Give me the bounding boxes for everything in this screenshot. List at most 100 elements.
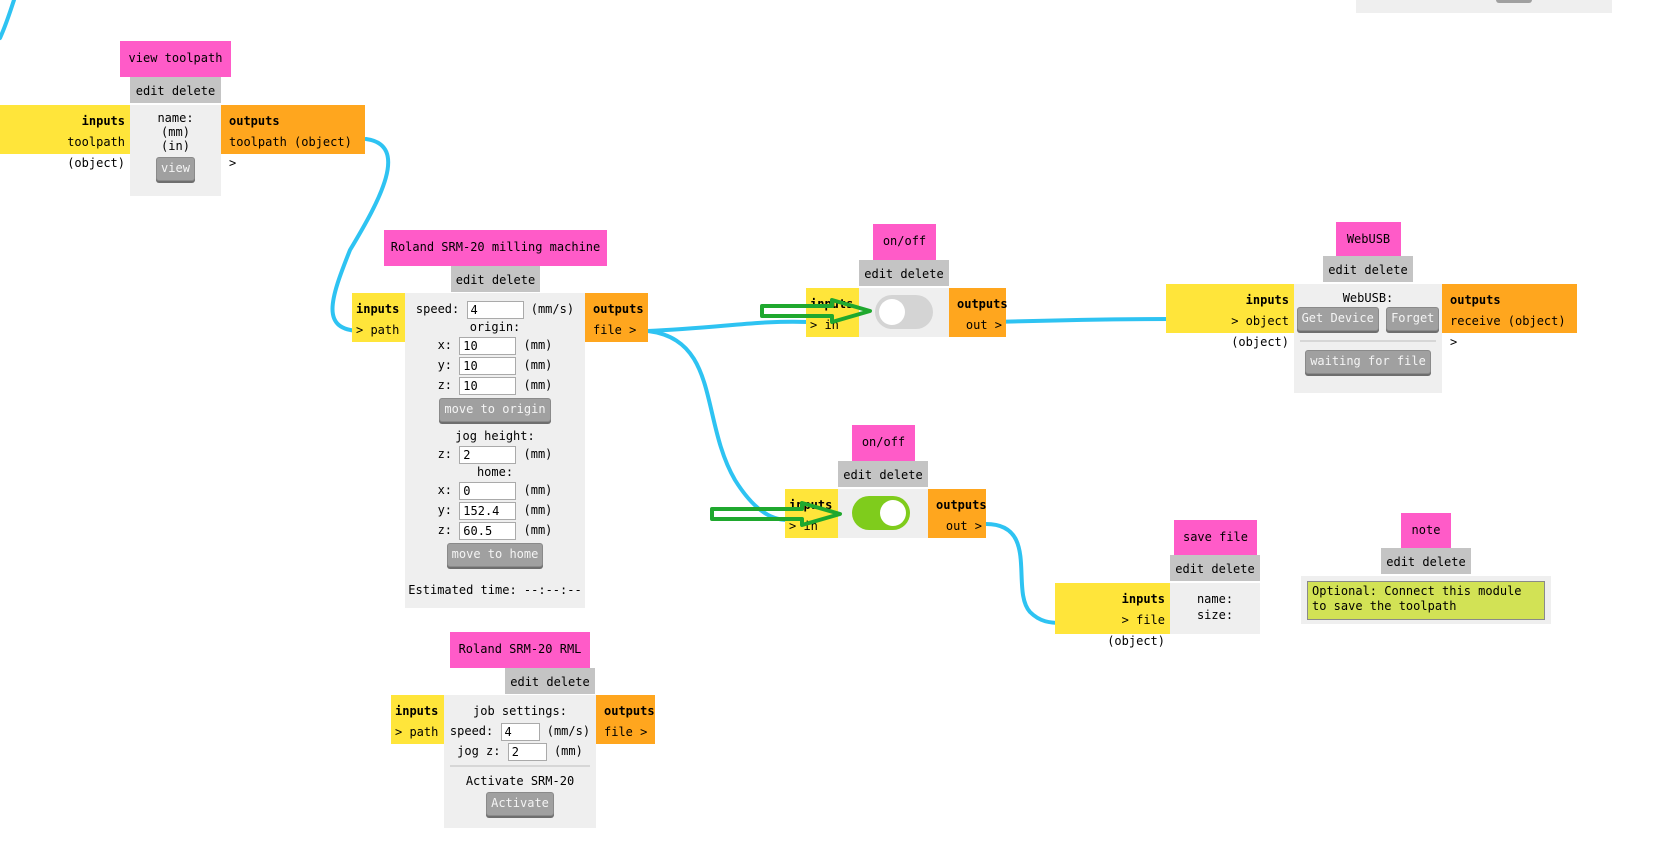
name-label: name: <box>1196 592 1234 606</box>
wire-top-left <box>0 0 16 40</box>
edit-delete-bar[interactable]: edit delete <box>859 260 949 286</box>
module-body: WebUSB: Get Device Forget waiting for fi… <box>1294 284 1442 393</box>
mm-unit: (mm) <box>523 378 553 392</box>
module-body: Optional: Connect this module to save th… <box>1301 576 1551 624</box>
origin-y-label: y: <box>437 358 453 372</box>
inputs-label: inputs <box>81 114 125 128</box>
module-title[interactable]: Roland SRM-20 milling machine <box>384 230 607 266</box>
inputs-panel: inputs > object (object) <box>1166 284 1294 349</box>
module-title[interactable]: on/off <box>873 224 936 260</box>
jog-z-input[interactable]: 2 <box>459 445 517 464</box>
inputs-label: inputs <box>1245 293 1289 307</box>
edit-delete-bar[interactable]: edit delete <box>1323 256 1413 282</box>
output-port-out[interactable]: out > <box>945 519 982 533</box>
speed-unit: (mm/s) <box>546 724 591 738</box>
outputs-label: outputs <box>593 302 644 316</box>
input-port-path[interactable]: > path <box>395 725 439 739</box>
module-body: name: size: <box>1170 583 1260 634</box>
module-title[interactable]: save file <box>1174 520 1257 556</box>
name-label: name: <box>157 111 194 125</box>
toggle-knob <box>879 299 905 325</box>
input-port-file[interactable]: > file (object) <box>1107 613 1165 648</box>
note-textarea[interactable]: Optional: Connect this module to save th… <box>1307 581 1545 620</box>
activate-button[interactable]: Activate <box>486 792 554 816</box>
outputs-label: outputs <box>957 297 1008 311</box>
speed-label: speed: <box>449 724 494 738</box>
module-title[interactable]: note <box>1401 513 1451 549</box>
module-body: job settings: speed: 4 (mm/s) jog z: 2 (… <box>444 695 596 828</box>
outputs-label: outputs <box>229 114 280 128</box>
jog-unit: (mm) <box>553 744 583 758</box>
mm-unit: (mm) <box>523 523 553 537</box>
module-title[interactable]: WebUSB <box>1336 222 1401 258</box>
jog-z-label: jog z: <box>457 744 501 758</box>
output-port-receive[interactable]: receive (object) > <box>1450 314 1566 349</box>
input-port-path[interactable]: > path <box>356 323 400 337</box>
edit-delete-bar[interactable]: edit delete <box>1170 555 1260 581</box>
origin-x-input[interactable]: 10 <box>459 336 517 355</box>
get-device-button[interactable]: Get Device <box>1296 307 1379 331</box>
toggle-switch[interactable] <box>875 295 933 329</box>
outputs-label: outputs <box>936 498 987 512</box>
edit-delete-bar[interactable]: edit delete <box>130 77 221 103</box>
edit-delete-bar[interactable]: edit delete <box>1381 548 1471 574</box>
size-label: size: <box>1196 608 1234 622</box>
output-port-toolpath[interactable]: toolpath (object) > <box>229 135 352 170</box>
jog-height-label: jog height: <box>455 429 535 443</box>
module-title[interactable]: Roland SRM-20 RML <box>450 632 590 668</box>
toggle-switch[interactable] <box>852 496 910 530</box>
offscreen-button[interactable] <box>1496 0 1532 3</box>
speed-input[interactable]: 4 <box>466 300 524 319</box>
module-title[interactable]: view toolpath <box>120 41 231 77</box>
wire-onoff1-to-webusb <box>995 317 1172 324</box>
forget-button[interactable]: Forget <box>1386 307 1440 331</box>
offscreen-module-body <box>1356 0 1612 13</box>
mm-unit: (mm) <box>523 338 553 352</box>
inputs-panel: inputs toolpath (object) <box>0 105 130 170</box>
mm-label: (mm) <box>161 125 190 139</box>
module-body: name: (mm) (in) view <box>130 105 221 196</box>
home-label: home: <box>476 465 514 479</box>
inputs-panel: inputs > path <box>352 293 405 342</box>
input-port-object[interactable]: > object (object) <box>1231 314 1289 349</box>
move-to-origin-button[interactable]: move to origin <box>439 398 551 422</box>
estimated-time: Estimated time: --:--:-- <box>408 583 582 597</box>
home-x-label: x: <box>437 483 453 497</box>
arrow-icon <box>710 501 842 527</box>
activate-label: Activate SRM-20 <box>465 774 575 788</box>
speed-input[interactable]: 4 <box>500 722 540 741</box>
wire-srm20-to-onoff2 <box>646 329 792 522</box>
outputs-label: outputs <box>604 704 655 718</box>
outputs-panel: outputs out > <box>928 489 987 538</box>
origin-z-input[interactable]: 10 <box>459 376 517 395</box>
output-port-out[interactable]: out > <box>965 318 1002 332</box>
origin-y-input[interactable]: 10 <box>459 356 517 375</box>
mm-unit: (mm) <box>523 503 553 517</box>
module-body: speed: 4 (mm/s) origin: x: 10 (mm) y: 10… <box>405 293 585 608</box>
home-y-input[interactable]: 152.4 <box>459 501 517 520</box>
input-port-toolpath[interactable]: toolpath (object) <box>67 135 125 170</box>
outputs-panel: outputs receive (object) > <box>1442 284 1577 349</box>
speed-label: speed: <box>415 302 460 316</box>
home-z-input[interactable]: 60.5 <box>459 521 517 540</box>
output-port-file[interactable]: file > <box>604 725 648 739</box>
edit-delete-bar[interactable]: edit delete <box>838 461 928 487</box>
mm-unit: (mm) <box>523 483 553 497</box>
view-button[interactable]: view <box>156 157 195 181</box>
outputs-panel: outputs file > <box>596 695 655 744</box>
output-port-file[interactable]: file > <box>593 323 637 337</box>
jog-z-label: z: <box>437 447 453 461</box>
inputs-panel: inputs > file (object) <box>1055 583 1170 648</box>
toggle-knob <box>880 500 906 526</box>
home-x-input[interactable]: 0 <box>459 481 517 500</box>
module-title[interactable]: on/off <box>852 425 915 461</box>
in-label: (in) <box>161 139 190 153</box>
home-z-label: z: <box>437 523 453 537</box>
outputs-panel: outputs file > <box>585 293 648 342</box>
edit-delete-bar[interactable]: edit delete <box>451 266 540 292</box>
waiting-for-file-button[interactable]: waiting for file <box>1305 350 1431 374</box>
jog-z-input[interactable]: 2 <box>507 742 547 761</box>
inputs-label: inputs <box>395 704 439 718</box>
move-to-home-button[interactable]: move to home <box>446 543 544 567</box>
edit-delete-bar[interactable]: edit delete <box>505 668 595 694</box>
